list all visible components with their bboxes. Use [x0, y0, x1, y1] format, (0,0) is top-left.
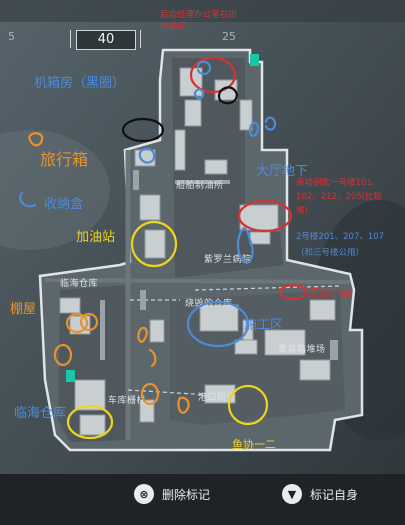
- extraction-marker[interactable]: [250, 54, 259, 66]
- annotation-coast-warehouse: 临海仓库: [14, 406, 67, 421]
- annotation-fish-coop: 鱼协一二: [232, 438, 276, 451]
- bottom-toolbar: [0, 474, 405, 525]
- compass-tick: [70, 30, 71, 48]
- label-dock-warehouse: 车库栅栏: [108, 396, 147, 406]
- delete-marker-label: 删除标记: [162, 487, 211, 502]
- delete-marker-icon: ⊗: [134, 484, 154, 504]
- annotation-hall-basement: 大厅地下: [256, 164, 309, 179]
- annotation-building-2-note: （和三号楼公用）: [296, 248, 365, 258]
- extraction-marker[interactable]: [66, 370, 75, 382]
- annotation-building-2: 2号楼201、207、107: [296, 232, 385, 242]
- annotation-ruined-cabin: 废墟小屋: [308, 286, 352, 299]
- mark-self-label: 标记自身: [310, 487, 359, 502]
- annotation-machine-room: 机箱房（黑圈）: [34, 76, 126, 91]
- delete-marker-button[interactable]: ⊗ 删除标记: [134, 484, 210, 504]
- label-container-zone: 集装箱堆场: [278, 345, 326, 355]
- location-pin-icon: ▼: [282, 484, 302, 504]
- label-hospital: 紫罗兰病院: [204, 255, 252, 265]
- compass-heading-right: 25: [222, 30, 236, 43]
- compass-tick: [140, 30, 141, 48]
- annotation-key-room-3: 难): [296, 206, 308, 216]
- label-warehouse-ruined: 烧毁的仓库: [185, 299, 233, 309]
- annotation-key-room: 废墟钥匙一号楼101、: [296, 178, 381, 188]
- annotation-storage-box: 收纳盒: [44, 197, 84, 212]
- compass-heading-left: 5: [8, 30, 15, 43]
- annotation-key-room-2: 102、212、205(比较: [296, 192, 382, 202]
- label-warehouse-north: 临海仓库: [60, 279, 99, 289]
- distance-indicator: 40: [76, 30, 136, 50]
- annotation-shed: 棚屋: [10, 302, 37, 317]
- building-rows: [100, 170, 338, 360]
- annotation-gas-station: 加油站: [76, 230, 116, 245]
- annotation-manager-office-2: 电脑房: [160, 22, 186, 32]
- label-dock: 港口码头: [198, 393, 237, 403]
- annotation-travel-case: 旅行箱: [40, 150, 89, 169]
- annotation-manager-office: 后边经理办公室右边: [160, 10, 237, 20]
- annotation-construction: 施工区: [244, 318, 284, 333]
- mark-self-button[interactable]: ▼ 标记自身: [282, 484, 358, 504]
- label-refinery: 船舶制油所: [176, 181, 224, 191]
